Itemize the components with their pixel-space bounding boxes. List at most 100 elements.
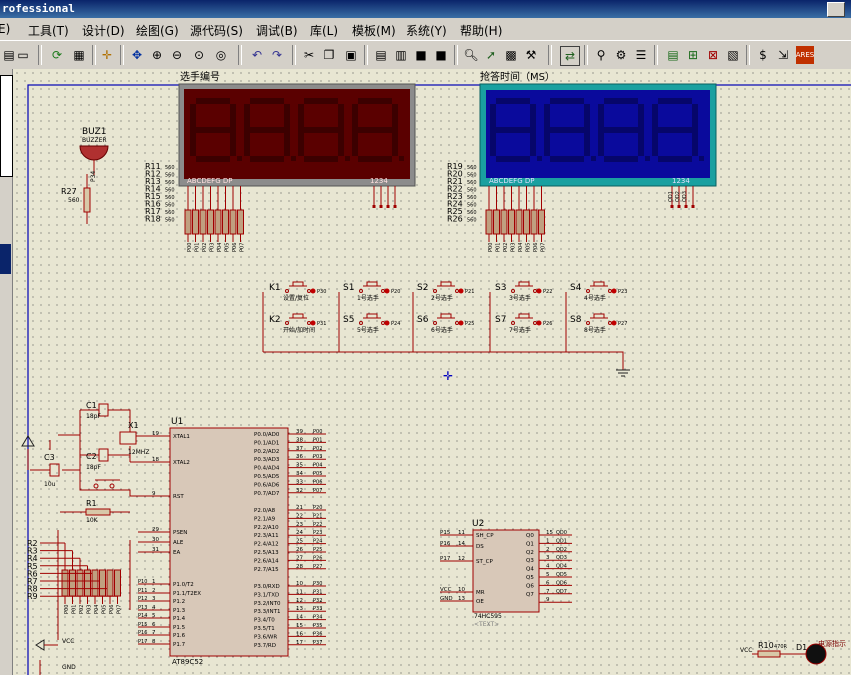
pin-number: 5 [152, 613, 156, 619]
resistor-ref: R17 [145, 207, 161, 216]
zoom-all-icon[interactable]: ⊙ [193, 48, 205, 62]
electrical-rule-icon[interactable]: ☰ [635, 48, 647, 62]
clock-reset-circuit[interactable]: C1 18pF C2 18pF X1 12MHZ C3 10u R1 10K [21, 401, 170, 524]
switch-label[interactable]: 4号选手 [584, 294, 606, 302]
wire-autorouter-icon[interactable]: ⇄ [560, 46, 580, 66]
cut-icon[interactable]: ✂ [303, 48, 315, 62]
switch-label[interactable]: 5号选手 [357, 326, 379, 334]
block-copy-icon[interactable]: ▤ [375, 48, 387, 62]
pan-icon[interactable]: ✥ [131, 48, 143, 62]
net-label: P02 [503, 243, 509, 252]
device-selector[interactable] [0, 244, 11, 274]
page-icon[interactable]: ▭ [17, 48, 29, 62]
menu-design[interactable]: 设计(D) [82, 24, 125, 38]
switch-label[interactable]: 2号选手 [431, 294, 453, 302]
toolbar-separator [584, 45, 588, 65]
paste-icon[interactable]: ▣ [345, 48, 357, 62]
pick-device-icon[interactable]: 🔍︎ [463, 48, 479, 62]
menu-edit[interactable]: E) [0, 22, 11, 36]
pin-number: 34 [296, 471, 303, 477]
new-sheet-icon[interactable]: ▤ [667, 48, 679, 62]
bill-of-materials-icon[interactable]: $ [759, 48, 767, 62]
make-device-icon[interactable]: ➚ [485, 48, 497, 62]
ares-icon[interactable]: ARES [796, 46, 814, 64]
net-label: QD6 [556, 580, 567, 586]
menu-source[interactable]: 源代码(S) [190, 24, 243, 38]
pin-name: P1.3 [173, 608, 186, 614]
block-move-icon[interactable]: ▥ [395, 48, 407, 62]
block-rotate-icon[interactable]: ■ [415, 48, 427, 62]
net-label: P00 [64, 605, 70, 614]
switch-label[interactable]: 6号选手 [431, 326, 453, 334]
net-label: P35 [313, 623, 322, 629]
grid-icon[interactable]: ▦ [73, 48, 85, 62]
menu-debug[interactable]: 调试(B) [256, 24, 298, 38]
switch-label[interactable]: 开始/加时间 [283, 326, 315, 334]
decompose-icon[interactable]: ⚒ [525, 48, 537, 62]
resistor [538, 209, 545, 235]
shift-body [472, 529, 540, 613]
exit-parent-icon[interactable]: ▧ [727, 48, 739, 62]
redo-icon[interactable]: ↷ [271, 48, 283, 62]
block-delete-icon[interactable]: ■ [435, 48, 447, 62]
undo-icon[interactable]: ↶ [251, 48, 263, 62]
segment [304, 98, 338, 104]
pin-number: 15 [546, 530, 553, 536]
window-minimize-button[interactable] [827, 2, 845, 17]
pin-marker [458, 320, 464, 326]
copy-icon[interactable]: ❐ [323, 48, 335, 62]
netlist-icon[interactable]: ⇲ [777, 48, 789, 62]
menu-help[interactable]: 帮助(H) [460, 24, 503, 38]
toolbar-separator [746, 45, 750, 65]
respack-resistor [99, 569, 106, 597]
power-indicator[interactable]: VCC GND VCC R10 470R D1 电源指示 [35, 638, 846, 675]
net-label: P05 [526, 243, 532, 252]
origin-icon[interactable]: ✛ [101, 48, 113, 62]
zoom-out-icon[interactable]: ⊖ [171, 48, 183, 62]
search-tag-icon[interactable]: ⚲ [596, 48, 606, 62]
pin-name: P2.2/A10 [254, 525, 279, 531]
menu-template[interactable]: 模板(M) [352, 24, 396, 38]
menu-library[interactable]: 库(L) [310, 24, 339, 38]
pin-number: 2 [546, 547, 550, 553]
display-left-digits [190, 98, 404, 162]
net-label: P03 [210, 243, 216, 252]
overview-window[interactable] [0, 75, 13, 177]
switch-label[interactable]: 1号选手 [357, 294, 379, 302]
resistor [493, 209, 500, 235]
window-title: rofessional [2, 2, 75, 15]
refresh-icon[interactable]: ⟳ [51, 48, 63, 62]
pin-name: Q1 [526, 541, 534, 547]
menu-tools[interactable]: 工具(T) [28, 24, 69, 38]
menu-system[interactable]: 系统(Y) [406, 24, 447, 38]
pin-number: 22 [296, 513, 303, 519]
add-sheet-icon[interactable]: ⊞ [687, 48, 699, 62]
pin-number: 24 [296, 530, 303, 536]
zoom-in-icon[interactable]: ⊕ [151, 48, 163, 62]
segment [392, 104, 398, 130]
led-d1 [805, 643, 827, 665]
switch-label[interactable]: 7号选手 [509, 326, 531, 334]
zoom-area-icon[interactable]: ◎ [215, 48, 227, 62]
switch-label[interactable]: 设置/复位 [283, 294, 309, 302]
segment [352, 130, 358, 156]
net-label: VCC [440, 587, 452, 593]
net-label: P17 [440, 556, 451, 562]
pin-number: 18 [152, 457, 159, 463]
menu-graph[interactable]: 绘图(G) [136, 24, 179, 38]
switch-label[interactable]: 3号选手 [509, 294, 531, 302]
pin-number: 4 [152, 605, 156, 611]
property-tool-icon[interactable]: ⚙ [615, 48, 627, 62]
print-icon[interactable]: ▤ [3, 48, 15, 62]
package-icon[interactable]: ▩ [505, 48, 517, 62]
remove-sheet-icon[interactable]: ⊠ [707, 48, 719, 62]
switch-label[interactable]: 8号选手 [584, 326, 606, 334]
buzzer[interactable]: BUZ1 BUZZER R27 560 P34 [61, 127, 109, 224]
